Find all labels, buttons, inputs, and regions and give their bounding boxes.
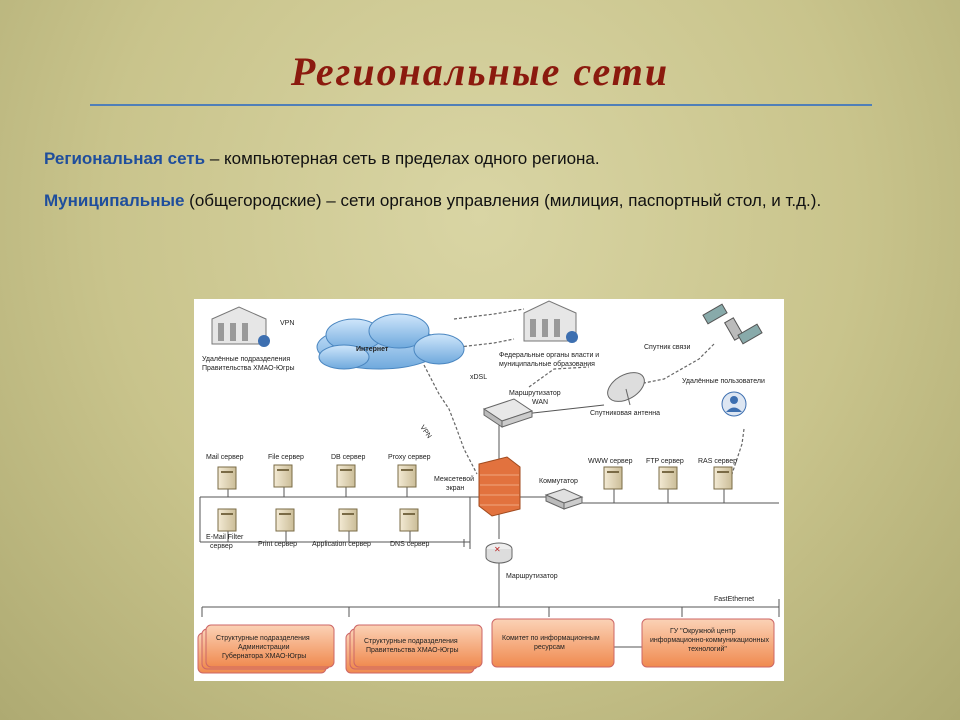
slide-title: Региональные сети: [290, 49, 670, 94]
title-divider: [90, 104, 872, 106]
server-icon: [275, 508, 295, 532]
email-filter-label: E-Mail Filter: [206, 534, 244, 541]
server-icon: [217, 508, 237, 532]
box2-label: Структурные подразделения: [364, 638, 458, 645]
application-server-label: Application сервер: [312, 541, 371, 548]
box4-label: технологий": [688, 645, 727, 653]
firewall-label: экран: [446, 485, 464, 492]
ftp-server-label: FTP сервер: [646, 458, 684, 465]
server-icon: [658, 466, 678, 490]
remote-gov-label: Правительства ХМАО-Югры: [202, 365, 295, 372]
mail-server-label: Mail сервер: [206, 454, 244, 461]
term-regional: Региональная сеть: [44, 149, 206, 168]
svg-text:✕: ✕: [494, 545, 501, 554]
wan-router-icon: [482, 398, 534, 428]
org-box: [491, 618, 615, 668]
box4-label: ГУ "Окружной центр: [670, 627, 736, 635]
email-filter-label: сервер: [210, 543, 233, 550]
box2-label: Правительства ХМАО-Югры: [366, 647, 459, 654]
remote-user-icon: [721, 391, 747, 417]
firewall-icon: [478, 456, 521, 517]
internet-cloud-icon: [316, 313, 465, 370]
definition-regional: Региональная сеть – компьютерная сеть в …: [44, 146, 914, 171]
xdsl-label: xDSL: [470, 374, 487, 381]
www-server-label: WWW сервер: [588, 458, 633, 465]
remote-users-label: Удалённые пользователи: [682, 378, 765, 385]
remote-gov-label: Удалённые подразделения: [202, 356, 290, 363]
satellite-icon: [702, 303, 763, 345]
org-box: [641, 618, 775, 668]
server-icon: [603, 466, 623, 490]
server-icon: [273, 464, 293, 488]
router-wan-label: Маршрутизатор: [509, 390, 561, 397]
box3-label: ресурсам: [534, 644, 565, 651]
vpn-label: VPN: [418, 424, 432, 440]
building-icon: [523, 300, 578, 343]
definition-municipal-text: (общегородские) – сети органов управлени…: [184, 191, 822, 210]
federal-label: Федеральные органы власти и: [499, 352, 599, 359]
ras-server-label: RAS сервер: [698, 458, 737, 465]
federal-label: муниципальные образования: [499, 360, 595, 368]
server-icon: [399, 508, 419, 532]
firewall-label: Межсетевой: [434, 475, 474, 483]
proxy-server-label: Proxy сервер: [388, 454, 431, 461]
org-box-stack: [345, 624, 483, 674]
definition-municipal: Муниципальные (общегородские) – сети орг…: [44, 188, 914, 213]
box4-label: информационно-коммуникационных: [650, 637, 769, 644]
router-label: Маршрутизатор: [506, 573, 558, 580]
switch-label: Коммутатор: [539, 478, 578, 485]
switch-icon: [544, 488, 584, 510]
box3-label: Комитет по информационным: [502, 635, 600, 642]
sat-antenna-label: Спутниковая антенна: [590, 410, 660, 417]
internet-label: Интернет: [356, 346, 389, 353]
server-icon: [336, 464, 356, 488]
term-municipal: Муниципальные: [44, 191, 185, 210]
box1-label: Губернатора ХМАО-Югры: [222, 652, 306, 660]
db-server-label: DB сервер: [331, 454, 365, 461]
print-server-label: Print сервер: [258, 541, 297, 548]
satellite-label: Спутник связи: [644, 344, 690, 351]
org-box-stack: [197, 624, 335, 674]
satellite-dish-icon: [607, 372, 645, 406]
server-icon: [713, 466, 733, 490]
router-wan-label: WAN: [532, 399, 548, 406]
dns-server-label: DNS сервер: [390, 541, 430, 548]
fastethernet-label: FastEthernet: [714, 596, 754, 603]
building-icon: [211, 306, 270, 347]
network-diagram: Интернет VPN VPN xDSL Удалённые подразде…: [194, 299, 784, 681]
server-icon: [217, 466, 237, 490]
server-icon: [397, 464, 417, 488]
router-icon: ✕: [485, 542, 513, 564]
box1-label: Администрации: [238, 644, 290, 651]
server-icon: [338, 508, 358, 532]
vpn-label: VPN: [280, 320, 294, 327]
definition-regional-text: – компьютерная сеть в пределах одного ре…: [205, 149, 600, 168]
box1-label: Структурные подразделения: [216, 635, 310, 642]
file-server-label: File сервер: [268, 454, 304, 461]
